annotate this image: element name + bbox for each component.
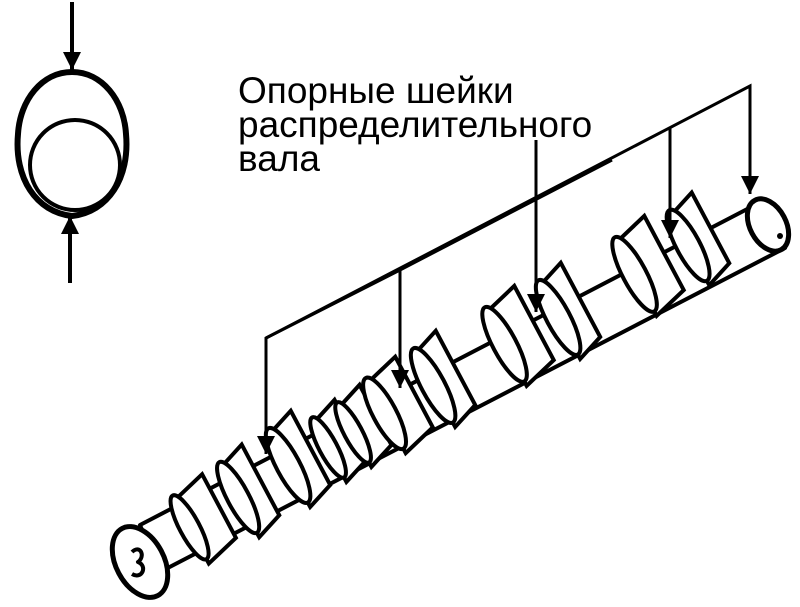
- camshaft-lobe: [533, 259, 603, 363]
- label-line-2: распределительного: [238, 104, 593, 145]
- band-edge: [308, 415, 348, 480]
- cam-lobes: [168, 189, 732, 567]
- band-edge: [215, 459, 262, 536]
- journals-label: Опорные шейки распределительного вала: [238, 70, 593, 179]
- camshaft-journal: [168, 470, 239, 567]
- label-line-1: Опорные шейки: [238, 70, 514, 111]
- callout-lower-bracket: [265, 267, 402, 368]
- band-edge: [610, 234, 659, 314]
- band-edge: [408, 345, 458, 425]
- rear-end-hole: [777, 233, 783, 239]
- band-edge: [333, 400, 373, 465]
- camshaft-lobe: [215, 441, 282, 541]
- label-line-3: вала: [238, 138, 320, 179]
- cam-lobe-profile: [14, 2, 130, 283]
- band-edge: [361, 375, 409, 452]
- band-edge: [480, 304, 529, 384]
- base-circle: [28, 118, 122, 212]
- camshaft-journal: [480, 282, 557, 390]
- camshaft-lobe: [263, 407, 333, 511]
- band-edge: [168, 493, 211, 562]
- callout-arrowheads: [257, 150, 759, 454]
- camshaft-journal: [361, 353, 436, 457]
- callout-upper-bracket: [264, 83, 752, 344]
- band-edge: [263, 425, 313, 505]
- front-end-mark: [130, 547, 146, 578]
- callout-lower-branch: [399, 158, 613, 272]
- camshaft-journal: [610, 212, 687, 320]
- band-edge: [533, 277, 583, 357]
- camshaft-lobe: [408, 327, 478, 431]
